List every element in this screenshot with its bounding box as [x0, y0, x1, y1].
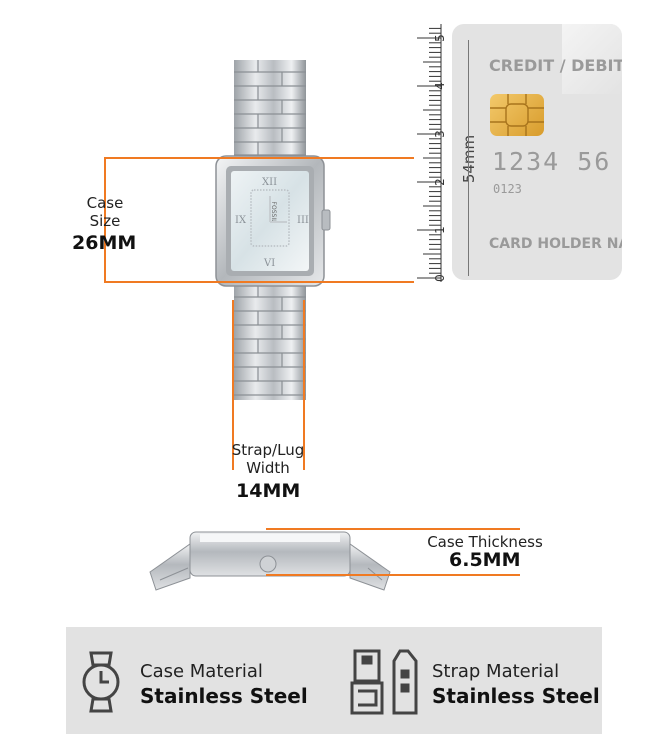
- credit-card: CREDIT / DEBIT C 1234 56 0123 CARD HOLDE…: [452, 24, 622, 280]
- card-number: 1234 56: [492, 147, 612, 176]
- card-height-arrow: [468, 40, 469, 276]
- strap-material-value: Stainless Steel: [432, 684, 600, 708]
- svg-text:XII: XII: [262, 177, 277, 188]
- strap-material-title: Strap Material: [432, 661, 560, 682]
- ruler-mark-label: 5: [432, 34, 447, 42]
- watch-brand: FOSSIL: [270, 202, 277, 224]
- svg-text:IX: IX: [235, 215, 247, 226]
- card-holder-name: CARD HOLDER NAME: [489, 236, 622, 252]
- card-title: CREDIT / DEBIT C: [489, 56, 622, 75]
- strap-icon: [350, 649, 418, 715]
- case-material-value: Stainless Steel: [140, 684, 308, 708]
- ruler-mark-label: 3: [432, 130, 447, 138]
- thickness-label: Case Thickness: [427, 533, 543, 551]
- ruler-mark-label: 0: [432, 274, 447, 282]
- svg-text:VI: VI: [263, 258, 275, 269]
- card-gloss: [562, 24, 622, 94]
- watch-side-illustration: [149, 531, 391, 591]
- strap-value: 14MM: [236, 480, 301, 502]
- case-size-vertical-line: [104, 157, 106, 283]
- upper-bracelet: [234, 60, 306, 162]
- thickness-bottom-line: [266, 574, 520, 576]
- ruler-mark-label: 1: [432, 226, 447, 234]
- case-size-top-line: [104, 157, 414, 159]
- thickness-top-line: [266, 528, 520, 530]
- strap-right-line: [303, 300, 305, 470]
- lower-bracelet: [234, 285, 306, 400]
- watch-front-illustration: XII IX III VI FOSSIL: [215, 60, 331, 400]
- watch-icon: [82, 651, 120, 713]
- strap-label-line2: Width: [246, 459, 290, 477]
- thickness-value: 6.5MM: [449, 549, 521, 571]
- card-height-label: 54mm: [460, 134, 479, 184]
- case-size-label-line2: Size: [89, 212, 121, 230]
- case-size-bottom-line: [104, 281, 414, 283]
- svg-text:III: III: [297, 215, 309, 226]
- strap-left-line: [232, 300, 234, 470]
- ruler-mark-label: 4: [432, 82, 447, 90]
- card-small-number: 0123: [493, 182, 522, 196]
- case-material-title: Case Material: [140, 661, 263, 682]
- case-size-label-line1: Case: [86, 194, 124, 212]
- strap-label-line1: Strap/Lug: [231, 441, 305, 459]
- chip-icon: [490, 94, 544, 136]
- case-size-value: 26MM: [72, 232, 137, 254]
- ruler: [417, 24, 442, 282]
- materials-panel: Case Material Stainless Steel Strap Mate…: [66, 627, 602, 734]
- ruler-mark-label: 2: [432, 178, 447, 186]
